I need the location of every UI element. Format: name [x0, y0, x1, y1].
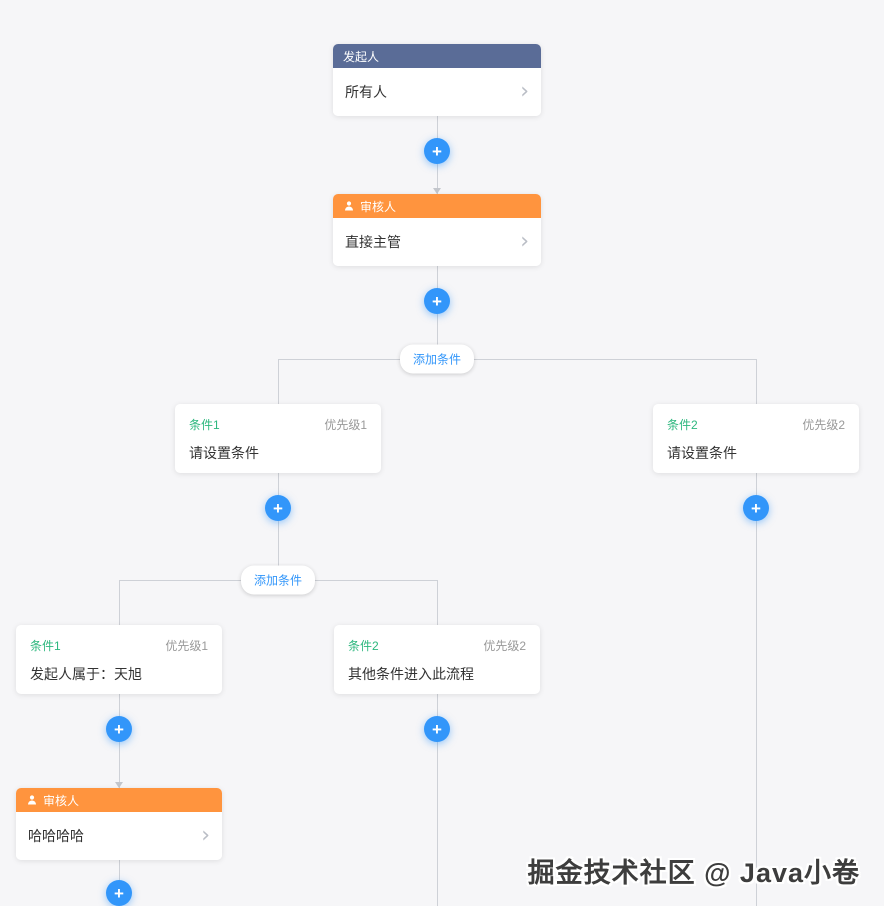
add-node-button[interactable]: +: [424, 138, 450, 164]
plus-icon: +: [114, 719, 124, 739]
approver-node-header: 审核人: [333, 194, 541, 218]
add-node-button[interactable]: +: [424, 716, 450, 742]
connector-line: [756, 359, 757, 404]
condition-value: 其他条件进入此流程: [348, 666, 474, 682]
connector-line: [278, 473, 279, 580]
condition-title: 条件1: [30, 639, 61, 653]
connector-line: [437, 580, 438, 625]
approver-node-title: 审核人: [360, 199, 397, 214]
condition-value: 发起人属于：天旭: [30, 666, 142, 682]
approver-node-body: 哈哈哈哈 ›: [16, 812, 222, 860]
condition-card-top-1[interactable]: 条件1 优先级1 请设置条件: [175, 404, 381, 473]
watermark-text: 掘金技术社区 @ Java小卷: [527, 858, 860, 888]
connector-line: [756, 473, 757, 906]
condition-card-header: 条件1 优先级1: [189, 416, 367, 433]
condition-title: 条件1: [189, 418, 220, 432]
initiator-node[interactable]: 发起人 所有人 ›: [333, 44, 541, 116]
condition-card-header: 条件1 优先级1: [30, 637, 208, 654]
add-node-button[interactable]: +: [106, 716, 132, 742]
approver-node-main[interactable]: 审核人 直接主管 ›: [333, 194, 541, 266]
approver-node-body: 直接主管 ›: [333, 218, 541, 266]
condition-title: 条件2: [348, 639, 379, 653]
condition-card-header: 条件2 优先级2: [667, 416, 845, 433]
initiator-node-header: 发起人: [333, 44, 541, 68]
condition-card-nested-2[interactable]: 条件2 优先级2 其他条件进入此流程: [334, 625, 540, 694]
add-node-button[interactable]: +: [106, 880, 132, 906]
plus-icon: +: [432, 141, 442, 161]
arrow-down-icon: [115, 782, 123, 788]
add-condition-button-nested[interactable]: 添加条件: [240, 565, 316, 595]
condition-priority: 优先级2: [802, 418, 845, 432]
plus-icon: +: [432, 719, 442, 739]
condition-priority: 优先级1: [165, 639, 208, 653]
connector-line: [437, 694, 438, 906]
plus-icon: +: [273, 498, 283, 518]
condition-priority: 优先级1: [324, 418, 367, 432]
chevron-right-icon: ›: [201, 823, 210, 848]
initiator-node-value: 所有人: [345, 84, 387, 100]
plus-icon: +: [114, 883, 124, 903]
condition-priority: 优先级2: [483, 639, 526, 653]
connector-line: [119, 580, 120, 625]
connector-line: [278, 359, 757, 360]
add-node-button[interactable]: +: [265, 495, 291, 521]
add-node-button[interactable]: +: [743, 495, 769, 521]
condition-value: 请设置条件: [667, 445, 737, 461]
approver-node-sub[interactable]: 审核人 哈哈哈哈 ›: [16, 788, 222, 860]
condition-card-top-2[interactable]: 条件2 优先级2 请设置条件: [653, 404, 859, 473]
add-condition-button-top[interactable]: 添加条件: [399, 344, 475, 374]
add-node-button[interactable]: +: [424, 288, 450, 314]
plus-icon: +: [432, 291, 442, 311]
arrow-down-icon: [433, 188, 441, 194]
connector-line: [278, 359, 279, 404]
approver-node-value: 直接主管: [345, 234, 401, 250]
approver-node-title: 审核人: [43, 793, 80, 808]
condition-value: 请设置条件: [189, 445, 259, 461]
plus-icon: +: [751, 498, 761, 518]
condition-title: 条件2: [667, 418, 698, 432]
approver-node-value: 哈哈哈哈: [28, 828, 84, 844]
condition-card-header: 条件2 优先级2: [348, 637, 526, 654]
condition-card-nested-1[interactable]: 条件1 优先级1 发起人属于：天旭: [16, 625, 222, 694]
chevron-right-icon: ›: [520, 79, 529, 104]
person-icon: [26, 794, 38, 806]
initiator-node-body: 所有人 ›: [333, 68, 541, 116]
person-icon: [343, 200, 355, 212]
approver-node-header: 审核人: [16, 788, 222, 812]
chevron-right-icon: ›: [520, 229, 529, 254]
initiator-node-title: 发起人: [343, 49, 380, 64]
